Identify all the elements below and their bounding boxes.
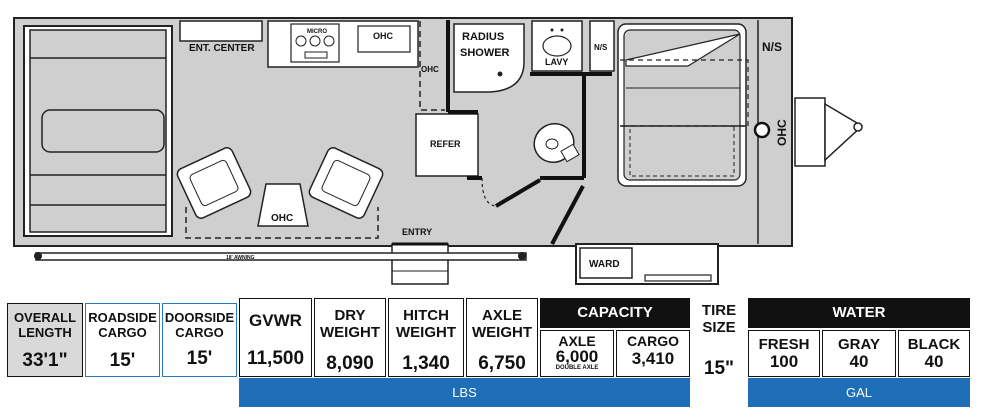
ac-unit-icon [753,121,771,139]
gray-label: GRAY [838,336,880,353]
roadside-cargo-value: 15' [109,350,136,371]
roadside-label-1: ROADSIDE [88,310,157,325]
ohc-dinette-outline [185,207,379,239]
tire-size-value: 15" [703,358,735,379]
dry-label-2: WEIGHT [320,324,380,341]
lavy-label: LAVY [545,57,568,67]
ohc-front-label: OHC [775,119,789,146]
overall-length-value: 33'1" [22,350,68,371]
dry-weight-cell: DRY WEIGHT 8,090 [314,298,386,377]
recliner-right [308,147,384,219]
tire-label-2: SIZE [702,319,736,336]
capacity-header: CAPACITY [540,298,690,328]
hitch-weight-value: 1,340 [402,353,450,374]
doorside-cargo-value: 15' [186,348,213,369]
lavatory [531,20,583,72]
awning-label: 18' AWNING [226,255,255,261]
capacity-axle-cell: AXLE 6,000 DOUBLE AXLE [540,330,614,377]
ent-center-label: ENT. CENTER [189,43,255,54]
bathroom-walls [446,20,612,245]
gvwr-cell: GVWR 11,500 [239,298,312,377]
gray-value: 40 [849,352,869,371]
capacity-cargo-cell: CARGO 3,410 [616,330,690,377]
hitch-label-2: WEIGHT [396,324,456,341]
entry-label: ENTRY [402,227,432,237]
recliner-left [176,147,252,219]
capacity-axle-value: 6,000 [555,347,599,366]
ent-center [179,20,263,42]
end-table [257,183,309,227]
refer-label: REFER [430,139,461,149]
ward-cabinet [579,247,633,279]
hitch-label-1: HITCH [403,307,449,324]
overall-label-2: LENGTH [18,325,72,340]
water-black-cell: BLACK 40 [898,330,970,377]
rear-step [644,274,712,282]
water-header: WATER [748,298,970,328]
shower-label: SHOWER [460,47,510,59]
doorside-cargo-cell: DOORSIDE CARGO 15' [162,303,237,377]
front-bed [617,23,747,187]
radius-label: RADIUS [462,31,504,43]
ward-label: WARD [589,259,620,270]
refrigerator [415,113,479,177]
ns-bath-label: N/S [594,43,608,52]
tire-size-cell: TIRE SIZE 15" [692,298,746,379]
dry-weight-value: 8,090 [326,353,374,374]
ohc-kitchen-label: OHC [373,31,394,41]
lbs-unit-bar: LBS [239,378,690,407]
capacity-axle-note: DOUBLE AXLE [555,365,599,371]
ohc-side-label: OHC [421,65,439,74]
fresh-label: FRESH [758,336,810,353]
spec-table: OVERALL LENGTH 33'1" ROADSIDE CARGO 15' … [0,298,981,419]
bedroom-ohc-outline [620,59,749,127]
black-label: BLACK [907,336,961,353]
axle-label-2: WEIGHT [472,324,532,341]
ohc-dinette-label: OHC [271,213,293,224]
black-value: 40 [924,352,944,371]
axle-label-1: AXLE [481,307,522,324]
radius-shower [453,23,525,93]
hitch-weight-cell: HITCH WEIGHT 1,340 [388,298,464,377]
ns-front-label: N/S [762,40,782,54]
fresh-value: 100 [769,352,799,371]
toilet [533,122,580,164]
roadside-cargo-cell: ROADSIDE CARGO 15' [85,303,160,377]
hitch-tongue [794,97,864,167]
dry-label-1: DRY [334,307,366,324]
axle-weight-cell: AXLE WEIGHT 6,750 [466,298,538,377]
capacity-cargo-label: CARGO [626,333,680,349]
capacity-cargo-value: 3,410 [631,349,675,368]
ns-bath-cabinet [589,20,615,72]
kitchen-counter [267,20,419,68]
ward-side [718,244,719,284]
gvwr-value: 11,500 [246,348,305,369]
tire-label-1: TIRE [701,302,737,319]
rear-bunk [23,25,173,237]
axle-weight-value: 6,750 [478,353,526,374]
water-gray-cell: GRAY 40 [822,330,896,377]
gal-unit-bar: GAL [748,378,970,407]
bath-door-swing [481,177,497,207]
micro-label: MICRO [307,29,327,35]
roadside-label-2: CARGO [98,325,147,340]
gvwr-label: GVWR [249,311,302,330]
ohc-side-outline [419,21,445,111]
overall-length-cell: OVERALL LENGTH 33'1" [7,303,83,377]
capacity-axle-label: AXLE [558,333,596,349]
doorside-label-2: CARGO [175,325,224,340]
awning [34,252,527,261]
water-fresh-cell: FRESH 100 [748,330,820,377]
doorside-label-1: DOORSIDE [164,310,235,325]
floor-plan: ENT. CENTER MICRO OHC OHC OHC REFER [13,17,864,285]
overall-label-1: OVERALL [13,310,77,325]
entry-threshold [391,243,449,285]
